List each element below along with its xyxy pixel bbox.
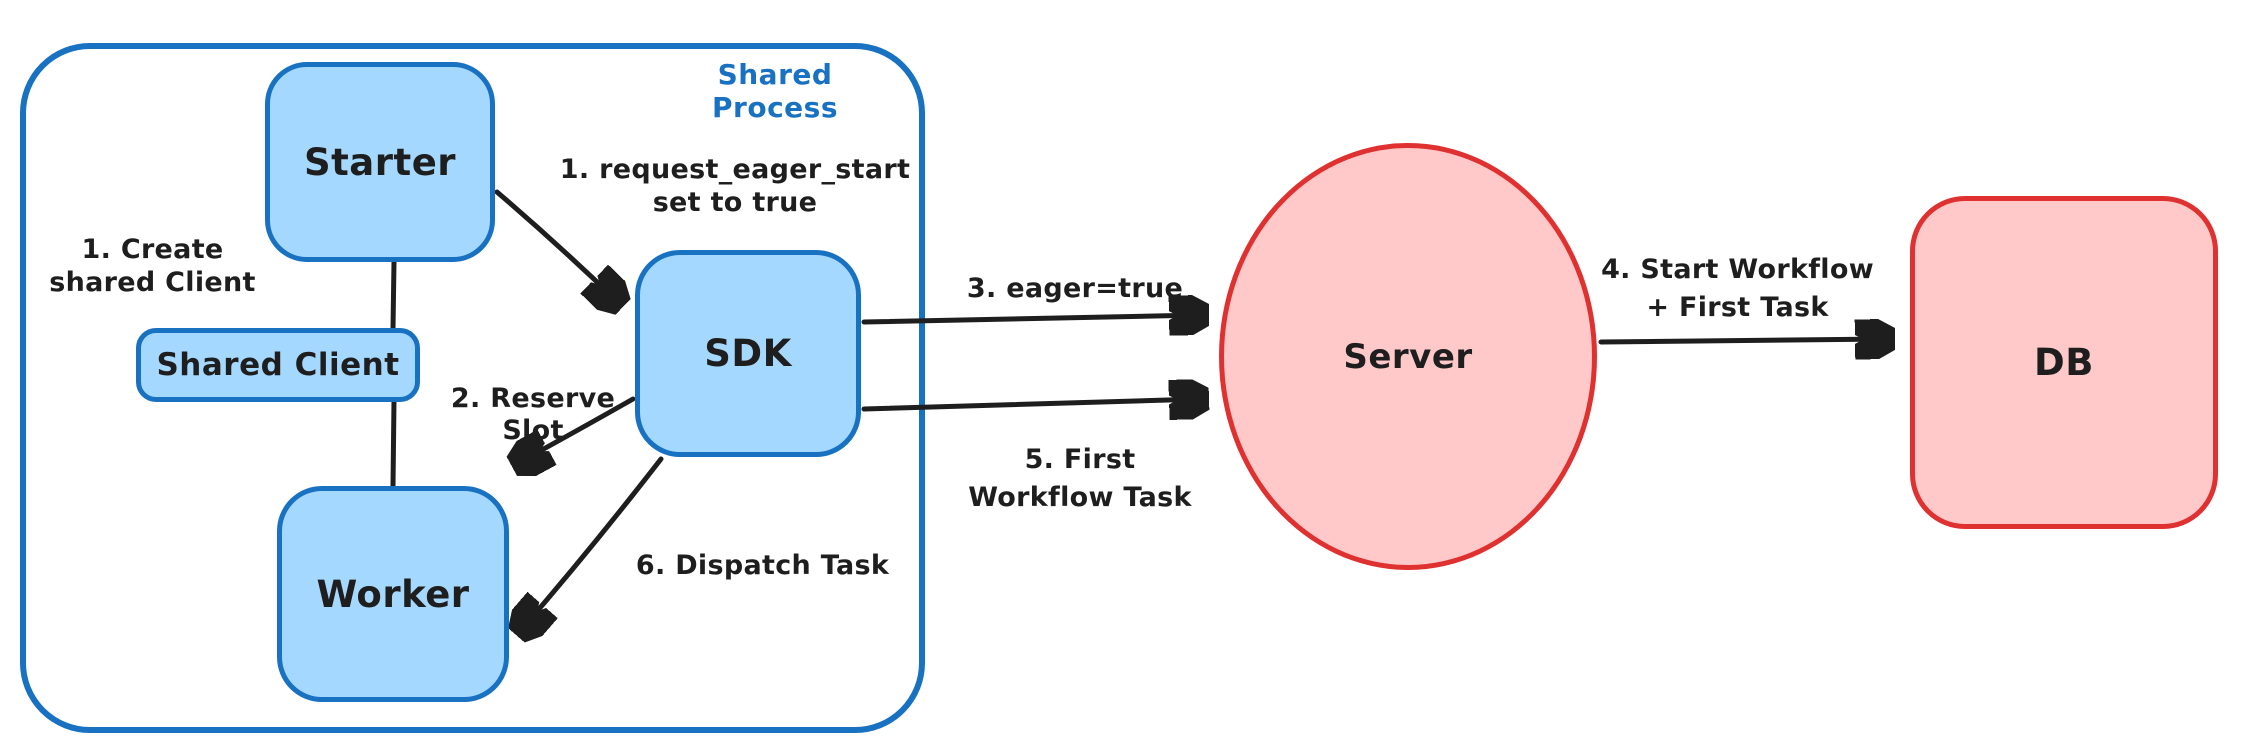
annotation-line: set to true	[652, 187, 818, 218]
worker-node-label: Worker	[316, 572, 470, 616]
db-node: DB	[1910, 196, 2218, 529]
annotation-dispatch-task: 6. Dispatch Task	[610, 549, 915, 582]
worker-node: Worker	[277, 486, 509, 702]
annotation-line: 6. Dispatch Task	[635, 550, 890, 581]
server-node-label: Server	[1343, 336, 1473, 377]
annotation-line: Slot	[502, 415, 564, 446]
shared-process-label: Shared Process	[712, 58, 838, 124]
starter-node: Starter	[265, 62, 495, 262]
shared-client-node-label: Shared Client	[156, 347, 400, 383]
db-node-label: DB	[2034, 341, 2094, 384]
arrow-server-to-db	[1598, 339, 1888, 342]
annotation-start-workflow: 4. Start Workflow + First Task	[1585, 251, 1890, 327]
annotation-line: Workflow Task	[968, 482, 1192, 513]
shared-client-node: Shared Client	[136, 328, 420, 402]
shared-process-container	[20, 43, 925, 733]
starter-node-label: Starter	[303, 140, 457, 184]
annotation-line: 2. Reserve	[450, 383, 616, 414]
annotation-line: 4. Start Workflow	[1601, 254, 1874, 285]
annotation-line: 3. eager=true	[966, 273, 1184, 304]
annotation-line: 1. Create	[81, 234, 224, 265]
annotation-request-eager-start: 1. request_eager_start set to true	[535, 153, 935, 219]
sdk-node: SDK	[635, 250, 861, 457]
annotation-line: shared Client	[49, 267, 256, 298]
server-node: Server	[1219, 143, 1597, 570]
sdk-node-label: SDK	[704, 332, 792, 375]
annotation-create-shared-client: 1. Create shared Client	[35, 233, 270, 299]
annotation-line: 5. First	[1024, 444, 1136, 475]
annotation-line: + First Task	[1646, 292, 1829, 323]
annotation-line: 1. request_eager_start	[559, 154, 911, 185]
annotation-reserve-slot: 2. Reserve Slot	[433, 383, 633, 447]
annotation-first-workflow-task: 5. First Workflow Task	[930, 441, 1230, 517]
annotation-eager-true: 3. eager=true	[950, 272, 1200, 305]
